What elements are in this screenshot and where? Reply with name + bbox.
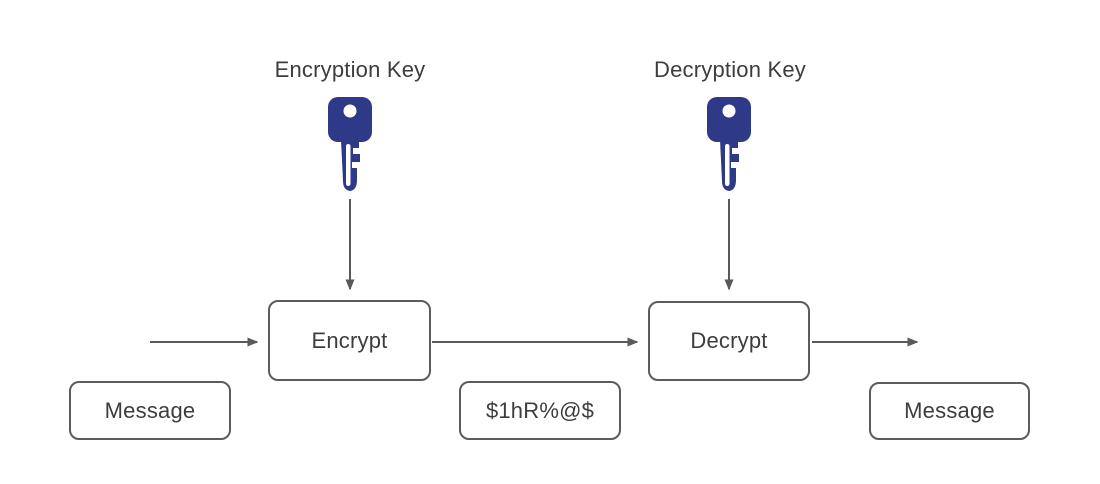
key-icon [328, 97, 372, 191]
message-output-box: Message [869, 382, 1030, 440]
encrypt-box: Encrypt [268, 300, 431, 381]
message-input-box: Message [69, 381, 231, 440]
decrypt-box: Decrypt [648, 301, 810, 381]
key-icon [707, 97, 751, 191]
encryption-key-label: Encryption Key [274, 57, 426, 82]
ciphertext-box: $1hR%@$ [459, 381, 621, 440]
decryption-key-label: Decryption Key [654, 57, 806, 82]
